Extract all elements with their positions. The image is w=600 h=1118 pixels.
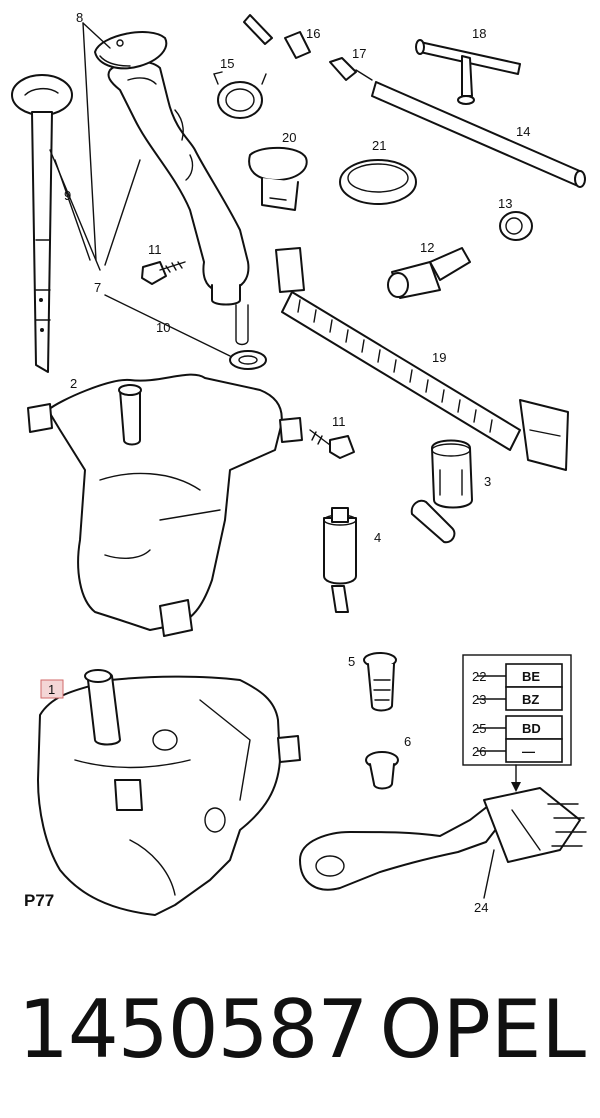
bush-13 [499, 211, 533, 241]
reservoir-2 [27, 373, 303, 637]
row-code: — [522, 744, 535, 759]
callout-10: 10 [156, 320, 170, 335]
callout-20: 20 [282, 130, 296, 145]
wiper-switch-24 [299, 787, 587, 891]
screw-11-lower [309, 429, 355, 459]
callout-12: 12 [420, 240, 434, 255]
callout-1: 1 [48, 682, 55, 697]
callout-6: 6 [404, 734, 411, 749]
callout-3: 3 [484, 474, 491, 489]
brand-name: OPEL [379, 983, 586, 1076]
conduit-19 [275, 247, 569, 471]
callout-labels: 8 9 7 10 11 11 15 16 17 18 14 20 21 13 1… [48, 10, 530, 915]
part-number: 1450587 [18, 983, 368, 1076]
level-cap-9 [11, 74, 73, 373]
row-number: 26 [472, 744, 486, 759]
hose-stub-16 [243, 14, 311, 59]
callout-14: 14 [516, 124, 530, 139]
filler-neck-assembly [107, 60, 250, 346]
row-number: 25 [472, 721, 486, 736]
callout-18: 18 [472, 26, 486, 41]
callout-16: 16 [306, 26, 320, 41]
callout-9: 9 [64, 188, 71, 203]
callout-13: 13 [498, 196, 512, 211]
callout-21: 21 [372, 138, 386, 153]
callout-24: 24 [474, 900, 488, 915]
row-code: BE [522, 669, 540, 684]
pump-3 [410, 439, 473, 544]
callout-1-highlight [40, 679, 64, 699]
cap-8 [94, 31, 168, 70]
row-number: 23 [472, 692, 486, 707]
switch-code-rows [477, 663, 563, 763]
callout-15: 15 [220, 56, 234, 71]
row-code: BZ [522, 692, 539, 707]
screw-11-upper [141, 261, 186, 285]
callout-19: 19 [432, 350, 446, 365]
check-valve-17 [329, 57, 373, 81]
reservoir-1 [37, 669, 301, 916]
switch-code-table: 22 BE 23 BZ 25 BD 26 — [472, 669, 541, 759]
row-number: 22 [472, 669, 486, 684]
callout-8: 8 [76, 10, 83, 25]
leader-lines-top-left [49, 22, 231, 357]
grommet-21 [339, 159, 417, 205]
hose-14 [371, 81, 586, 188]
callout-24-leader [483, 849, 495, 899]
row-code: BD [522, 721, 541, 736]
callout-17: 17 [352, 46, 366, 61]
hose-clamp-15 [213, 71, 267, 119]
callout-4: 4 [374, 530, 381, 545]
table-pointer-arrowhead [511, 782, 521, 792]
seal-ring-10 [229, 350, 267, 370]
filter-5 [363, 652, 397, 712]
callout-11-upper: 11 [148, 242, 162, 257]
pump-4 [323, 507, 357, 613]
exploded-parts-diagram: 8 9 7 10 11 11 15 16 17 18 14 20 21 13 1… [11, 10, 587, 916]
washer-nozzle-20 [248, 146, 308, 211]
grommet-6 [365, 751, 399, 790]
callout-11-lower: 11 [332, 414, 346, 429]
t-connector-18 [415, 39, 521, 105]
connector-12 [387, 247, 471, 299]
callout-5: 5 [348, 654, 355, 669]
callout-7: 7 [94, 280, 101, 295]
model-code: P77 [24, 891, 54, 910]
footer: 1450587 OPEL [0, 975, 600, 1085]
callout-2: 2 [70, 376, 77, 391]
